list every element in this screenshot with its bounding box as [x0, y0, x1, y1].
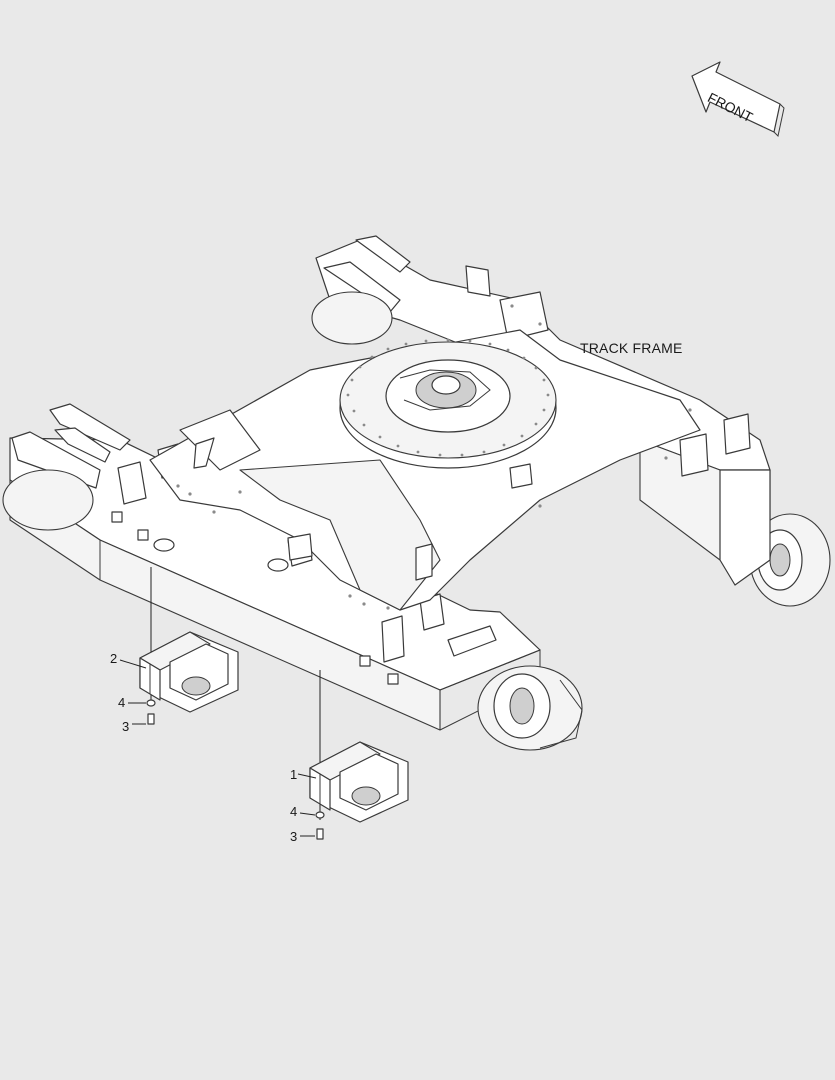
lower-washer-icon: [299, 811, 325, 819]
lower-bolt-icon: [300, 828, 324, 840]
front-arrow-icon: [691, 61, 785, 138]
track-frame-label: TRACK FRAME: [580, 340, 683, 356]
callout-lower-bolt: 3: [290, 829, 298, 844]
lower-track-guard-bracket: [297, 741, 409, 823]
center-frame-body: [149, 304, 701, 611]
callout-lower-bracket: 1: [290, 767, 298, 782]
callout-lower-washer: 4: [290, 804, 298, 819]
callout-upper-bolt: 3: [122, 719, 130, 734]
upper-track-guard-bracket: [119, 631, 239, 713]
callout-upper-bracket: 2: [110, 651, 118, 666]
upper-bolt-icon: [132, 713, 155, 725]
upper-washer-icon: [128, 699, 156, 707]
left-side-frame: [2, 403, 583, 751]
callout-upper-washer: 4: [118, 695, 126, 710]
